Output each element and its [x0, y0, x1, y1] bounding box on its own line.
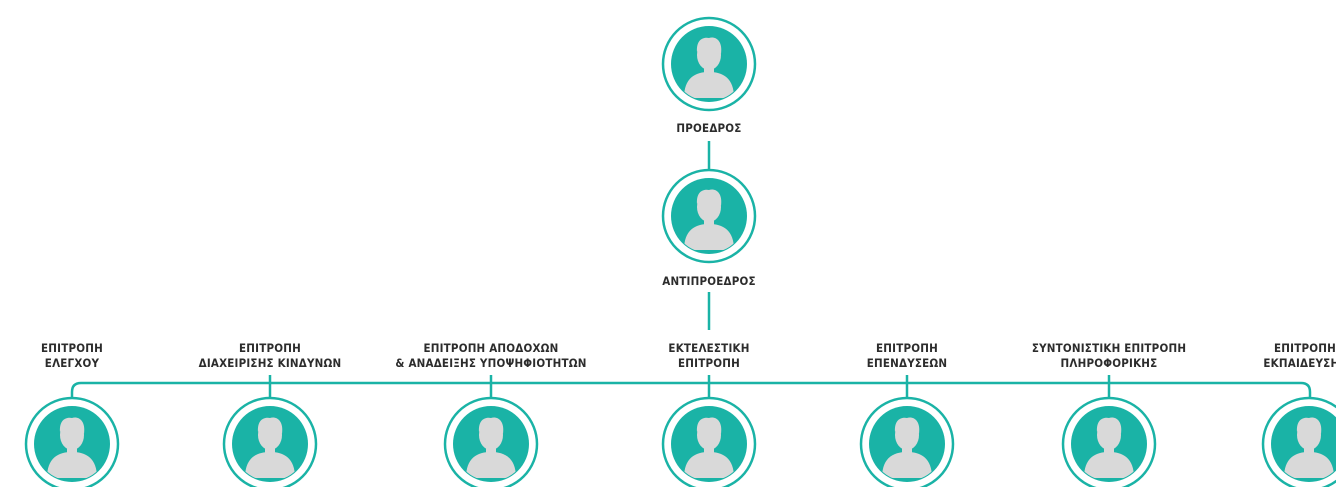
committee-avatar-icon-4	[661, 396, 757, 487]
president-avatar-icon	[661, 16, 757, 112]
vice-president-avatar-icon	[661, 168, 757, 264]
vice-president-label: ΑΝΤΙΠΡΟΕΔΡΟΣ	[662, 274, 756, 288]
committee-label-training: ΕΠΙΤΡΟΠΗΕΚΠΑΙΔΕΥΣΗΣ	[1263, 341, 1336, 370]
avatars	[24, 16, 1336, 487]
committee-avatar-icon-6	[1061, 396, 1157, 487]
committee-label-remuneration: ΕΠΙΤΡΟΠΗ ΑΠΟΔΟΧΩΝ& ΑΝΑΔΕΙΞΗΣ ΥΠΟΨΗΦΙΟΤΗΤ…	[395, 341, 587, 370]
committee-avatar-icon-7	[1261, 396, 1336, 487]
committee-avatar-icon-2	[222, 396, 318, 487]
committee-avatar-icon-1	[24, 396, 120, 487]
president-label: ΠΡΟΕΔΡΟΣ	[676, 121, 742, 135]
connector-bus	[70, 381, 1312, 403]
committee-avatar-icon-5	[859, 396, 955, 487]
connector-lines	[70, 141, 1312, 403]
committee-avatar-icon-3	[443, 396, 539, 487]
